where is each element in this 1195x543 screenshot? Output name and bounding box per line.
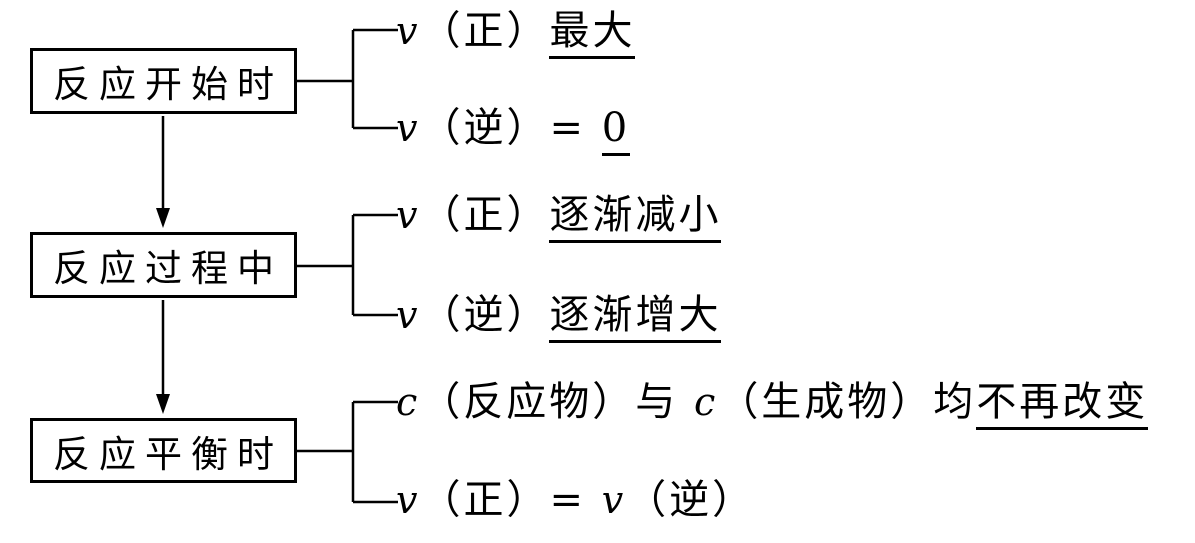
item-text: （正） xyxy=(420,8,550,54)
stage-box-label: 反应开始时 xyxy=(53,63,283,106)
concentration-symbol: c xyxy=(694,380,716,424)
item-text: （反应物）与 xyxy=(420,379,695,425)
item-text: （正） xyxy=(420,192,550,238)
item-underlined-text: 逐渐增大 xyxy=(549,292,722,343)
stage-box-reaction-start: 反应开始时 xyxy=(30,48,297,114)
item-text: （逆） xyxy=(420,292,550,338)
rate-symbol: v xyxy=(396,193,418,237)
rate-symbol: v xyxy=(396,293,418,337)
item-text: （生成物）均 xyxy=(718,379,977,425)
down-arrow-2-head xyxy=(156,394,170,414)
item-forward-rate-max: v（正）最大 xyxy=(396,4,636,59)
stage-box-label: 反应平衡时 xyxy=(53,432,283,476)
item-forward-rate-decreasing: v（正）逐渐减小 xyxy=(396,188,722,243)
stage-box-reaction-in-progress: 反应过程中 xyxy=(30,232,297,298)
item-underlined-text: 逐渐减小 xyxy=(549,192,722,243)
stage-box-reaction-equilibrium: 反应平衡时 xyxy=(30,418,297,483)
item-underlined-text: 不再改变 xyxy=(976,379,1149,430)
rate-symbol: v xyxy=(601,478,624,522)
item-concentrations-constant: c（反应物）与 c（生成物）均不再改变 xyxy=(396,375,1149,430)
item-reverse-rate-increasing: v（逆）逐渐增大 xyxy=(396,288,722,343)
item-underlined-text: 最大 xyxy=(549,8,636,59)
rate-symbol: v xyxy=(396,9,418,53)
item-text: （逆） xyxy=(626,477,756,523)
item-rates-equal: v（正）= v（逆） xyxy=(396,473,755,527)
item-underlined-text: 0 xyxy=(601,105,631,156)
stage-box-label: 反应过程中 xyxy=(53,247,283,290)
item-text: （逆）= xyxy=(420,105,602,151)
bracket-group-1 xyxy=(297,28,398,130)
concentration-symbol: c xyxy=(396,380,418,424)
item-reverse-rate-zero: v（逆）= 0 xyxy=(396,101,631,156)
rate-symbol: v xyxy=(396,478,418,522)
item-text: （正）= xyxy=(420,477,602,523)
rate-symbol: v xyxy=(396,106,418,150)
down-arrow-1-head xyxy=(156,208,170,228)
bracket-group-2 xyxy=(297,213,398,317)
bracket-group-3 xyxy=(297,400,398,504)
